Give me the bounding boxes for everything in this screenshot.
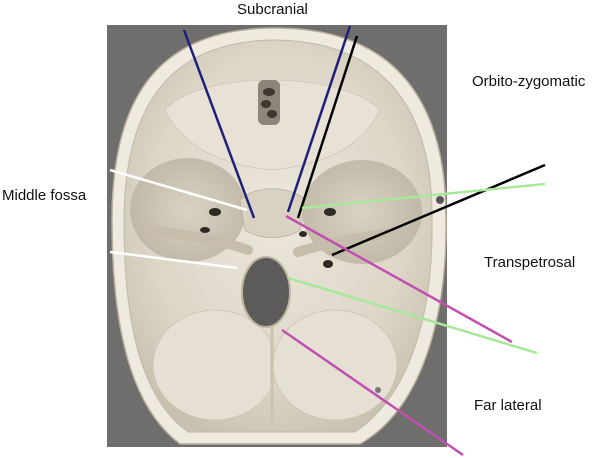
subcranial-line-right <box>286 25 352 213</box>
far-lateral-line-top <box>285 214 513 344</box>
sella-turcica <box>239 188 306 238</box>
transpetrosal-lines <box>287 182 546 355</box>
middle-fossa-line-bottom <box>109 250 238 270</box>
transpetrosal-line-top <box>301 182 546 210</box>
foramen-magnum <box>241 256 291 328</box>
subcranial-lines <box>182 25 352 219</box>
transpetrosal-line-bottom <box>287 276 538 355</box>
label-middle-fossa: Middle fossa <box>2 187 87 204</box>
label-transpetrosal: Transpetrosal <box>484 254 576 271</box>
middle-fossa-lines <box>109 168 248 270</box>
label-far-lateral: Far lateral <box>474 397 542 414</box>
label-orbito-zygomatic: Orbito-zygomatic <box>472 73 586 90</box>
petrous-ridge-left <box>145 225 253 255</box>
far-lateral-line-bottom <box>281 328 464 457</box>
middle-fossa-right <box>302 160 422 264</box>
posterior-fossa-right <box>272 309 398 421</box>
middle-fossa-line-top <box>109 168 248 212</box>
label-subcranial: Subcranial <box>237 1 308 18</box>
orbito-zygomatic-line-top <box>296 35 359 219</box>
orbito-zygomatic-line-bottom <box>331 163 546 257</box>
subcranial-line-left <box>182 29 256 219</box>
posterior-fossa-left <box>152 309 278 421</box>
orbito-zygomatic-lines <box>296 35 546 257</box>
far-lateral-lines <box>281 214 513 457</box>
